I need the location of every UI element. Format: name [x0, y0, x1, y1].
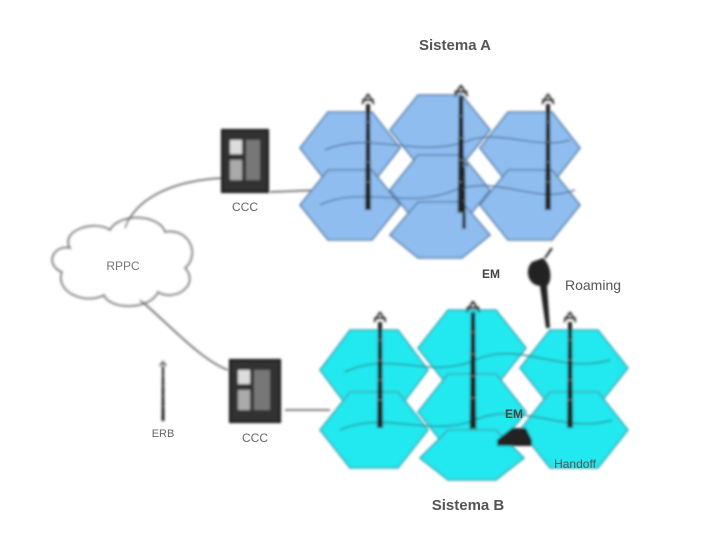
- mobile-car-icon: [497, 428, 532, 446]
- roaming-phone-icon: [527, 247, 553, 328]
- system-a-cell-lines: [319, 136, 576, 206]
- system-b-title: Sistema B: [432, 497, 505, 514]
- cloud-rppc: [51, 216, 194, 307]
- ccc-building-a: [221, 129, 269, 193]
- cloud-label: RPPC: [106, 259, 140, 273]
- roaming-label: Roaming: [565, 277, 621, 293]
- system-a-cells: [298, 94, 582, 259]
- mobile-label-bottom: EM: [505, 407, 523, 421]
- base-station-label: ERB: [152, 428, 175, 440]
- mobile-label-top: EM: [482, 267, 500, 281]
- system-a-title: Sistema A: [419, 37, 491, 54]
- handoff-label: Handoff: [554, 457, 596, 471]
- ccc-label-b: CCC: [242, 431, 268, 445]
- ccc-label-a: CCC: [232, 200, 258, 214]
- ccc-building-b: [229, 359, 281, 423]
